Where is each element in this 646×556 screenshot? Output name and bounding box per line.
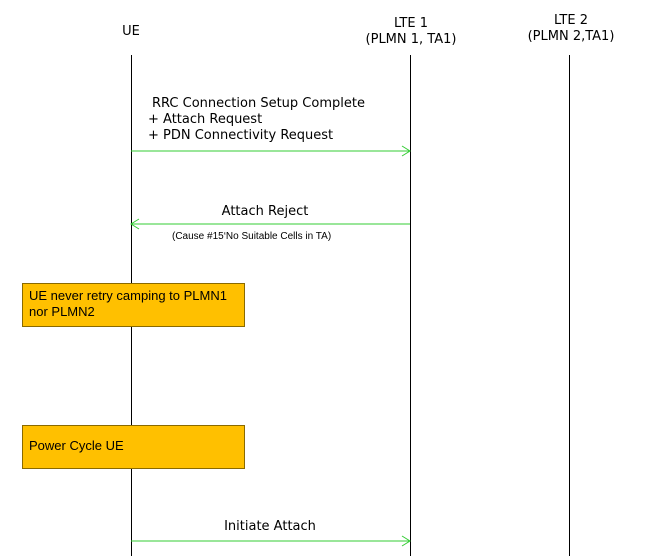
msg3-label: Initiate Attach (224, 519, 316, 534)
node-lte2-header: LTE 2 (PLMN 2,TA1) (510, 13, 632, 45)
node-lte1-header: LTE 1 (PLMN 1, TA1) (350, 16, 472, 48)
msg1-line3: + PDN Connectivity Request (148, 128, 334, 143)
note-power-cycle: Power Cycle UE (22, 425, 245, 469)
node-ue-label: UE (122, 24, 140, 39)
msg1-line2: + Attach Request (148, 112, 263, 127)
lifeline-lte2 (569, 55, 570, 556)
node-lte2-detail: (PLMN 2,TA1) (527, 29, 615, 44)
lifeline-lte1 (410, 55, 411, 556)
msg1-line1: RRC Connection Setup Complete (152, 96, 365, 111)
note-no-retry-line1: UE never retry camping to PLMN1 (29, 288, 227, 303)
msg1-arrow-head (401, 145, 411, 157)
msg3-arrow-head (401, 535, 411, 547)
note-no-retry: UE never retry camping to PLMN1 nor PLMN… (22, 283, 245, 327)
node-lte1-detail: (PLMN 1, TA1) (365, 32, 457, 47)
msg1-label: RRC Connection Setup Complete + Attach R… (148, 96, 365, 144)
msg2-arrow-head (130, 218, 140, 230)
msg2-cause: (Cause #15‘No Suitable Cells in TA) (172, 231, 332, 242)
node-lte1-name: LTE 1 (393, 16, 428, 31)
note-no-retry-line2: nor PLMN2 (29, 304, 95, 319)
node-lte2-name: LTE 2 (553, 13, 588, 28)
msg2-label: Attach Reject (221, 204, 309, 219)
